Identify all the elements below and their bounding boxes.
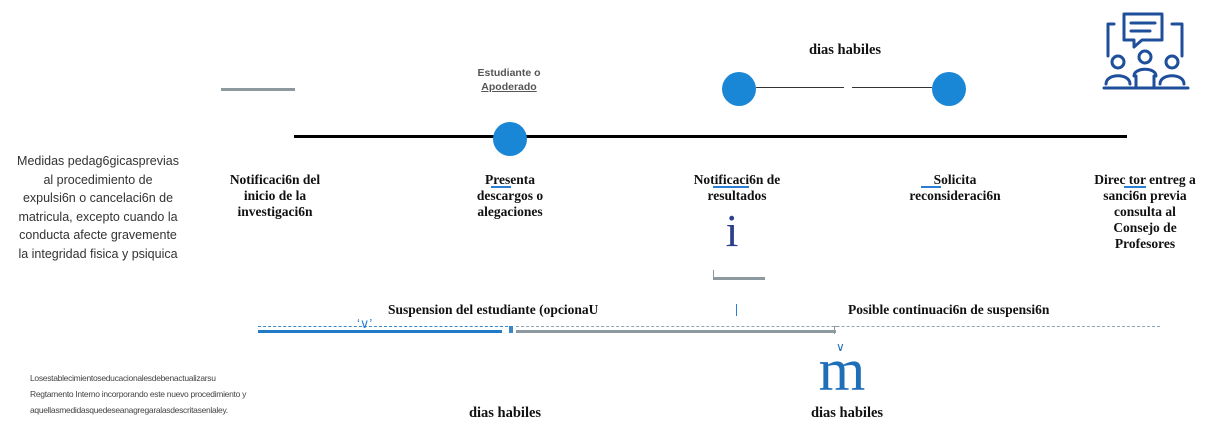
left-note-line: expulsi6n o cancelaci6n de — [22, 191, 174, 205]
calendar-mark: ∨ — [836, 340, 845, 354]
step-descargos: Presenta descargos o alegaciones — [450, 172, 570, 220]
suspension-dashed-top — [258, 326, 508, 327]
step-results: Notificaci6n de resultados — [672, 172, 802, 204]
info-grey-bar — [713, 277, 765, 280]
step-line: descargos o — [476, 188, 544, 203]
bottom-note-line: Regtamento Interno incorporando este nue… — [30, 389, 247, 399]
suspension-plus — [509, 326, 513, 333]
step-line: alegaciones — [477, 204, 543, 219]
suspension-bar — [258, 330, 502, 333]
step-notification-start: Notificaci6n del inicio de la investigac… — [210, 172, 340, 220]
bottom-note: Losestablecimientoseducacionalesdebenact… — [30, 370, 310, 418]
days-label-bottom-right: dias habiles — [810, 405, 884, 421]
actor-label-line2: Apoderado — [481, 81, 537, 93]
top-grey-bar — [221, 88, 295, 91]
step-line: inicio de la — [243, 188, 307, 203]
suspension-tick — [736, 304, 737, 316]
left-note-line: conducta afecte gravemente — [19, 228, 177, 242]
step-line: consulta al — [1114, 204, 1176, 219]
suspension-label: Suspension del estudiante (opcionaU — [388, 302, 599, 317]
bottom-note-line: Losestablecimientoseducacionalesdebenact… — [30, 373, 216, 383]
step-line: Direc tor entreg a — [1094, 172, 1196, 187]
info-icon: i — [725, 205, 739, 256]
descargos-underline — [491, 186, 511, 188]
continuation-corner — [834, 326, 839, 334]
step-line: Profesores — [1114, 236, 1176, 251]
suspension-mark: ‘∨’ — [357, 316, 373, 331]
director-underline — [1124, 186, 1146, 188]
actor-label: Estudiante o Apoderado — [456, 66, 562, 94]
left-note: Medidas pedag6gicasprevias al procedimie… — [0, 152, 196, 263]
node-descargos-dot — [493, 122, 527, 156]
node-reconsideration-dot — [932, 72, 966, 106]
actor-label-line1: Estudiante o — [477, 67, 541, 79]
step-line: Consejo de — [1113, 220, 1177, 235]
step-line: sanci6n previa — [1103, 188, 1187, 203]
step-reconsideration: Solicita reconsideraci6n — [890, 172, 1020, 204]
continuation-bar — [516, 330, 836, 333]
left-note-line: la integridad fisica y psiquica — [18, 246, 178, 261]
step-line: reconsideraci6n — [909, 188, 1001, 203]
days-label-top: dias habiles — [808, 42, 882, 58]
step-line: Solicita — [933, 172, 977, 187]
step-line: investigaci6n — [237, 204, 313, 219]
bracket-line-left — [756, 87, 844, 88]
info-tick — [713, 270, 714, 278]
main-timeline — [294, 135, 1127, 138]
left-note-line: Medidas pedag6gicasprevias — [17, 154, 179, 168]
bracket-line-right — [852, 87, 932, 88]
left-note-line: al procedimiento de — [43, 172, 153, 187]
step-line: resultados — [707, 188, 767, 203]
reconsideration-underline — [921, 186, 941, 188]
node-notify-results-dot — [722, 72, 756, 106]
bottom-note-line: aquellasmedidasquedeseanagregaralasdescr… — [30, 405, 228, 415]
continuation-label: Posible continuaci6n de suspensi6n — [848, 302, 1050, 317]
days-label-bottom-left: dias habiles — [468, 405, 542, 421]
step-director: Direc tor entreg a sanci6n previa consul… — [1080, 172, 1210, 252]
step-line: Presenta — [485, 172, 535, 187]
meeting-icon — [1102, 12, 1190, 90]
step-line: Notificaci6n de — [693, 172, 781, 187]
left-note-line: matricula, excepto cuando la — [18, 209, 178, 224]
results-underline — [713, 186, 749, 188]
calendar-icon: m — [818, 337, 866, 403]
step-line: Notificaci6n del — [229, 172, 321, 187]
